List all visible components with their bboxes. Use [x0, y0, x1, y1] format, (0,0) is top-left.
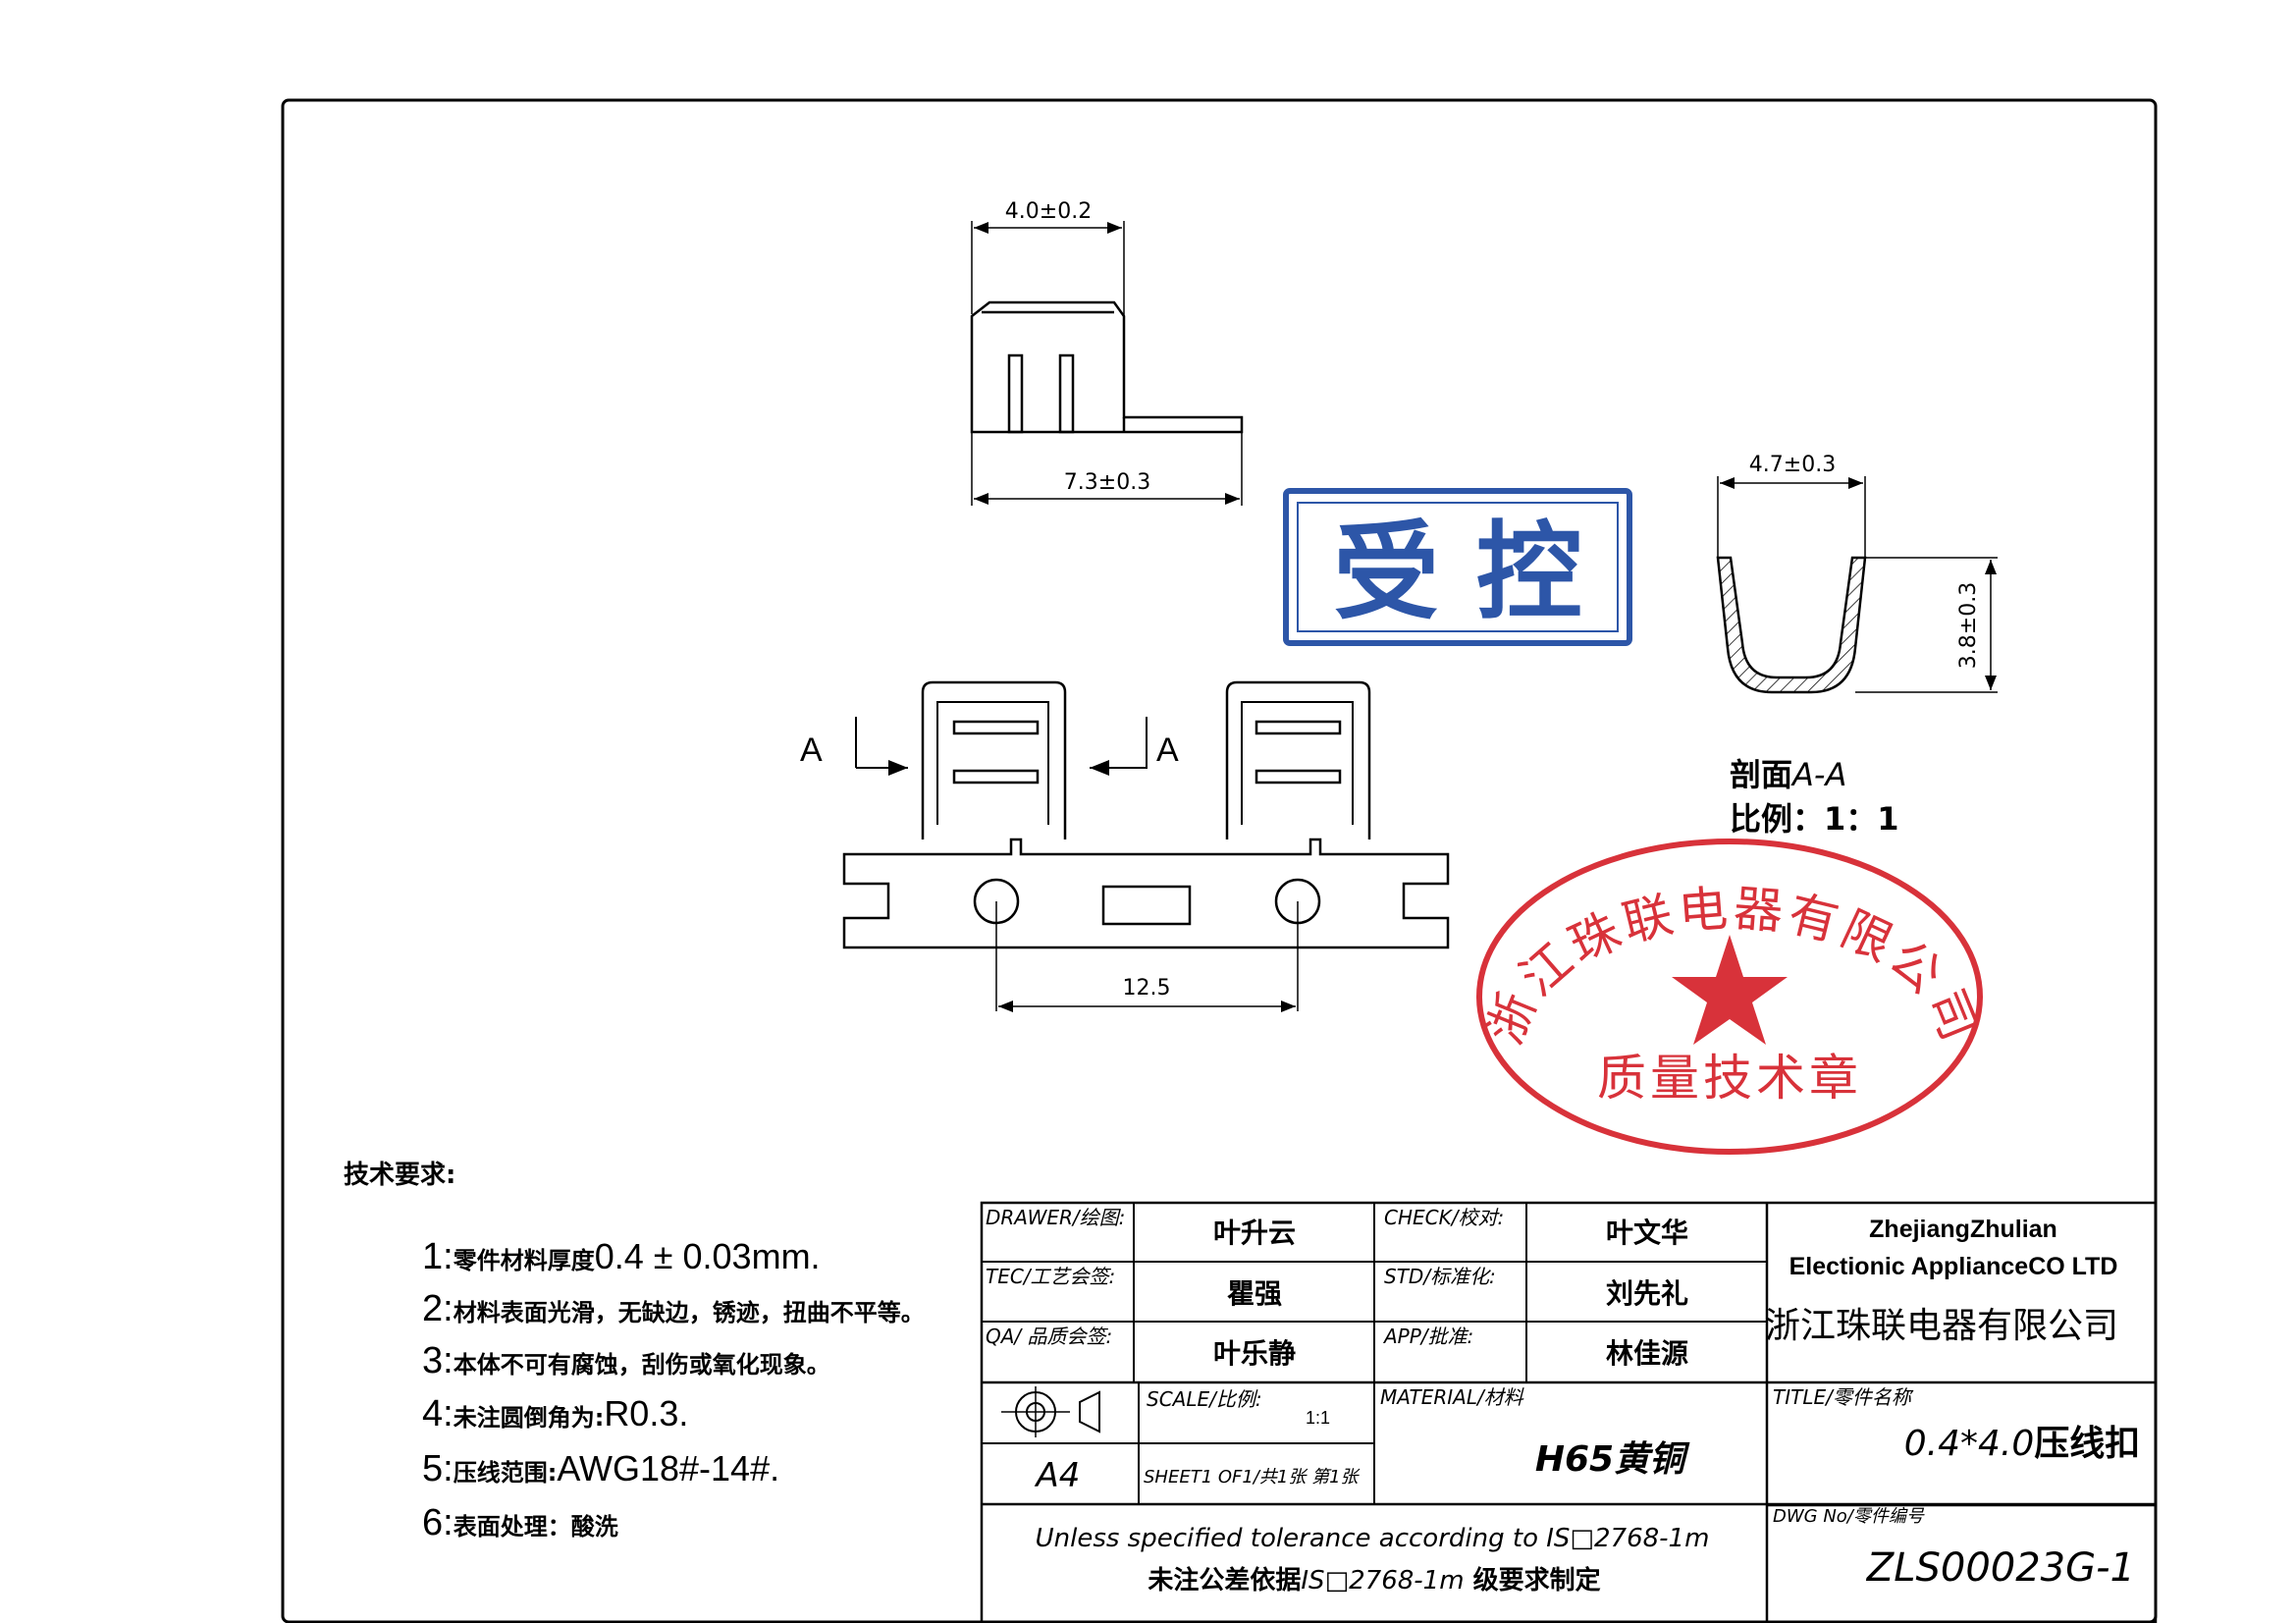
scale-label: SCALE/比例:	[1147, 1387, 1262, 1411]
tolerance-cn: 未注公差依据IS□2768-1m 级要求制定	[1148, 1565, 1600, 1596]
title-block-text: DRAWER/绘图: 叶升云 CHECK/校对: 叶文华 TEC/工艺会签: 瞿…	[986, 1206, 2140, 1596]
check-label: CHECK/校对:	[1384, 1206, 1504, 1229]
company-seal: 浙江珠联电器有限公司 质量技术章	[1475, 839, 1986, 1155]
section-title: 剖面A-A	[1730, 756, 1846, 793]
sheet-info: SHEET1 OF1/共1张 第1张	[1144, 1467, 1362, 1488]
side-view	[970, 221, 1244, 506]
material-value: H65黄铜	[1535, 1439, 1690, 1480]
control-stamp: 受 控	[1283, 488, 1632, 646]
qa-label: QA/ 品质会签:	[986, 1325, 1112, 1348]
scale-value: 1:1	[1306, 1408, 1330, 1428]
dim-section-height: 3.8±0.3	[1956, 582, 1981, 669]
tech-item-1: 1:零件材料厚度0.4 ± 0.03mm.	[422, 1236, 821, 1277]
control-stamp-text: 受 控	[1333, 512, 1582, 634]
tech-item-4: 4:未注圆倒角为:R0.3.	[422, 1393, 688, 1434]
tech-item-5: 5:压线范围:AWG18#-14#.	[422, 1448, 779, 1489]
app-name: 林佳源	[1606, 1337, 1688, 1370]
std-name: 刘先礼	[1606, 1277, 1688, 1310]
app-label: APP/批准:	[1382, 1325, 1473, 1348]
title-block	[980, 1201, 2158, 1623]
dim-section-width: 4.7±0.3	[1749, 453, 1836, 477]
qa-name: 叶乐静	[1213, 1337, 1296, 1370]
tec-label: TEC/工艺会签:	[986, 1265, 1115, 1288]
dwg-label: DWG No/零件编号	[1773, 1506, 1925, 1527]
plan-view	[842, 680, 1450, 1012]
tolerance-en: Unless specified tolerance according to …	[1036, 1524, 1710, 1553]
tec-name: 瞿强	[1227, 1277, 1282, 1310]
section-mark-right: A	[1156, 731, 1179, 769]
company-en-1: ZhejiangZhulian	[1869, 1216, 2057, 1243]
seal-star-icon	[1672, 935, 1788, 1045]
tech-item-6: 6:表面处理：酸洗	[422, 1502, 618, 1543]
dim-top-length: 7.3±0.3	[1064, 470, 1150, 495]
tech-item-2: 2:材料表面光滑，无缺边，锈迹，扭曲不平等。	[422, 1288, 925, 1329]
material-label: MATERIAL/材料	[1380, 1385, 1524, 1409]
dwg-number: ZLS00023G-1	[1866, 1545, 2135, 1591]
drawer-label: DRAWER/绘图:	[986, 1206, 1125, 1229]
section-mark-left: A	[800, 731, 823, 769]
paper-size: A4	[1035, 1456, 1081, 1495]
section-scale: 比例：1：1	[1730, 800, 1899, 838]
seal-text: 质量技术章	[1597, 1050, 1862, 1107]
dim-pitch: 12.5	[1123, 976, 1171, 1001]
drawer-name: 叶升云	[1213, 1217, 1296, 1249]
company-cn: 浙江珠联电器有限公司	[1765, 1306, 2118, 1346]
title-label: TITLE/零件名称	[1773, 1385, 1914, 1409]
section-view	[1716, 476, 1998, 694]
tech-requirements: 技术要求: 1:零件材料厚度0.4 ± 0.03mm. 2:材料表面光滑，无缺边…	[344, 1161, 925, 1543]
tech-item-3: 3:本体不可有腐蚀，刮伤或氧化现象。	[422, 1340, 830, 1381]
tech-heading: 技术要求:	[344, 1161, 455, 1190]
part-title: 0.4*4.0压线扣	[1904, 1424, 2141, 1464]
dim-top-width: 4.0±0.2	[1005, 199, 1092, 224]
std-label: STD/标准化:	[1384, 1265, 1496, 1288]
company-en-2: Electionic ApplianceCO LTD	[1789, 1253, 2118, 1280]
check-name: 叶文华	[1606, 1217, 1688, 1249]
